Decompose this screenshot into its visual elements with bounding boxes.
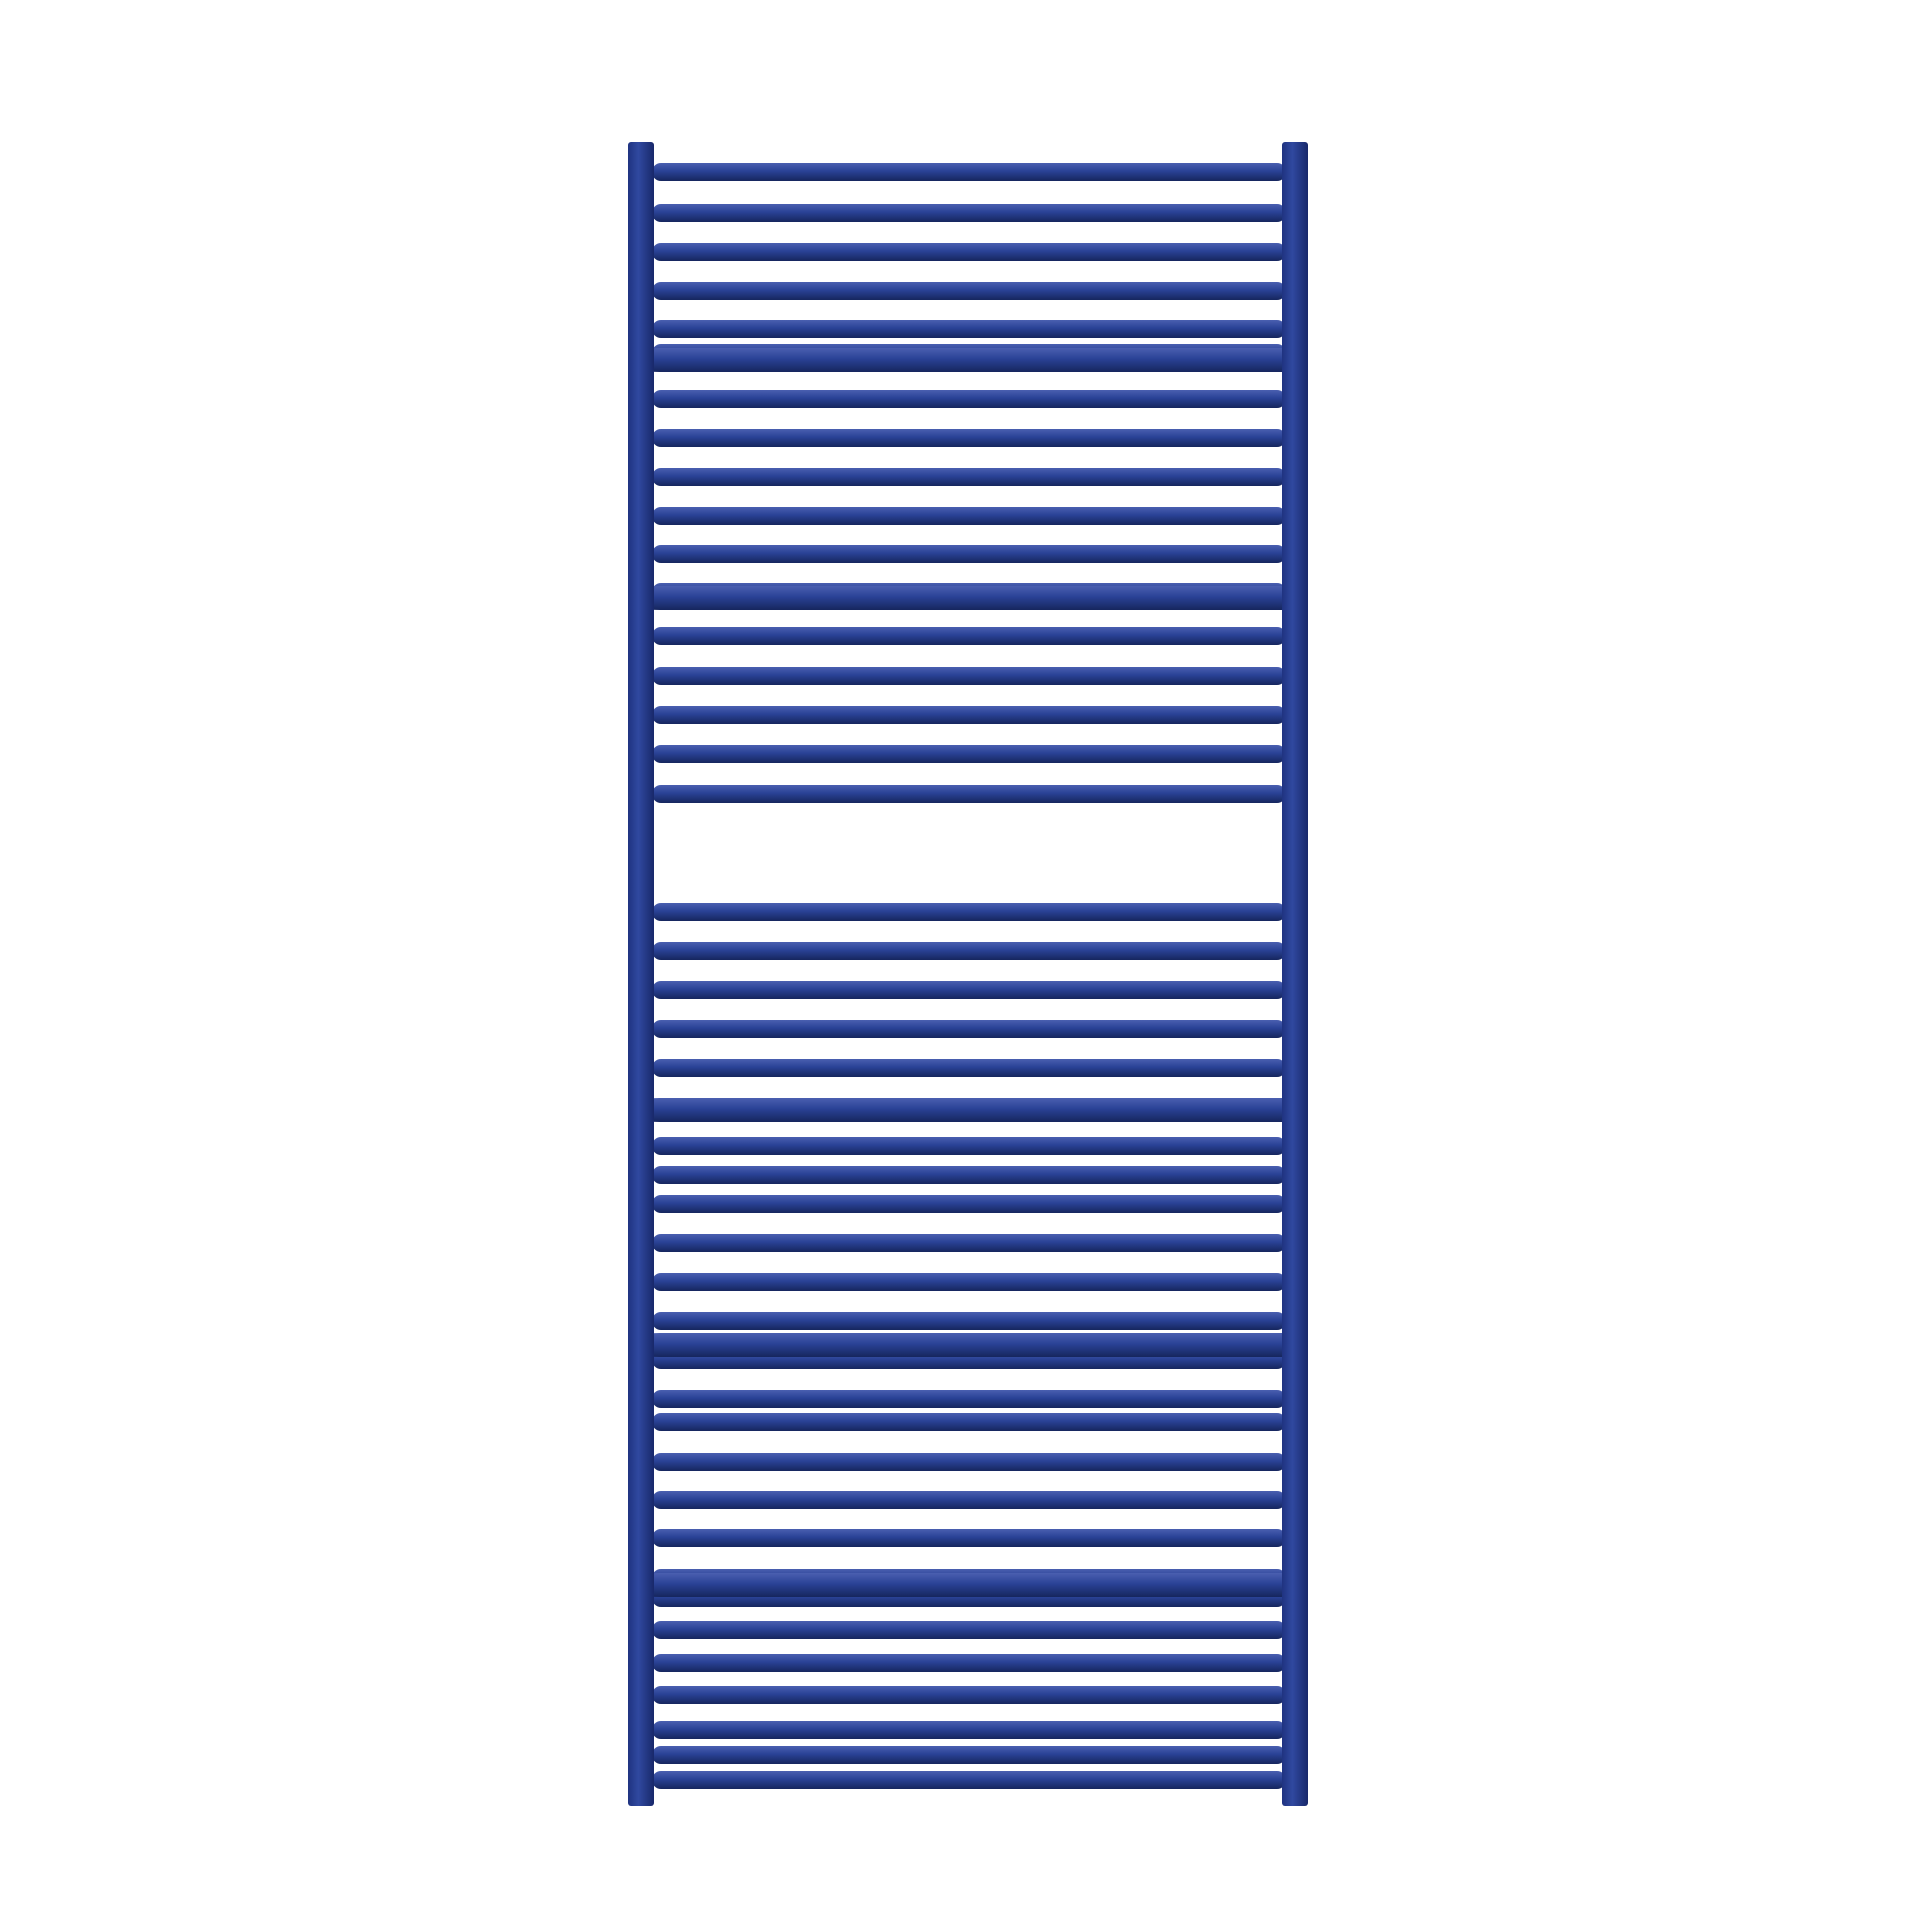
rail-29 <box>652 1312 1286 1330</box>
rail-17 <box>652 785 1286 803</box>
rail-9 <box>652 468 1286 486</box>
rail-32 <box>652 1413 1286 1431</box>
rail-14 <box>652 667 1286 685</box>
rail-28 <box>652 1273 1286 1291</box>
rail-34 <box>652 1491 1286 1509</box>
rail-33 <box>652 1453 1286 1471</box>
rail-19 <box>652 942 1286 960</box>
hanging-bar-1 <box>630 348 1306 372</box>
rail-40 <box>652 1686 1286 1704</box>
rail-10 <box>652 507 1286 525</box>
rail-41 <box>652 1721 1286 1739</box>
hanging-bar-4 <box>630 1333 1306 1357</box>
hanging-bar-5 <box>630 1573 1306 1597</box>
rails-layer <box>630 163 1306 1789</box>
hanging-bar-3 <box>630 1098 1306 1122</box>
rail-7 <box>652 390 1286 408</box>
rail-1 <box>652 163 1286 181</box>
left-post <box>628 142 654 1806</box>
rail-31 <box>652 1390 1286 1408</box>
rail-25 <box>652 1166 1286 1184</box>
rail-21 <box>652 1020 1286 1038</box>
rail-16 <box>652 745 1286 763</box>
rail-24 <box>652 1137 1286 1155</box>
right-post <box>1282 142 1308 1806</box>
rail-11 <box>652 545 1286 563</box>
rail-43 <box>652 1771 1286 1789</box>
rail-15 <box>652 706 1286 724</box>
rail-22 <box>652 1059 1286 1077</box>
rail-5 <box>652 320 1286 338</box>
rail-38 <box>652 1621 1286 1639</box>
rail-3 <box>652 243 1286 261</box>
rail-26 <box>652 1195 1286 1213</box>
rail-4 <box>652 282 1286 300</box>
hanging-bar-2 <box>630 586 1306 610</box>
rail-39 <box>652 1654 1286 1672</box>
rail-20 <box>652 981 1286 999</box>
rail-8 <box>652 429 1286 447</box>
rail-35 <box>652 1529 1286 1547</box>
posts-layer <box>628 142 1308 1806</box>
rail-42 <box>652 1746 1286 1764</box>
rail-13 <box>652 627 1286 645</box>
rail-27 <box>652 1234 1286 1252</box>
rail-18 <box>652 903 1286 921</box>
rail-2 <box>652 204 1286 222</box>
